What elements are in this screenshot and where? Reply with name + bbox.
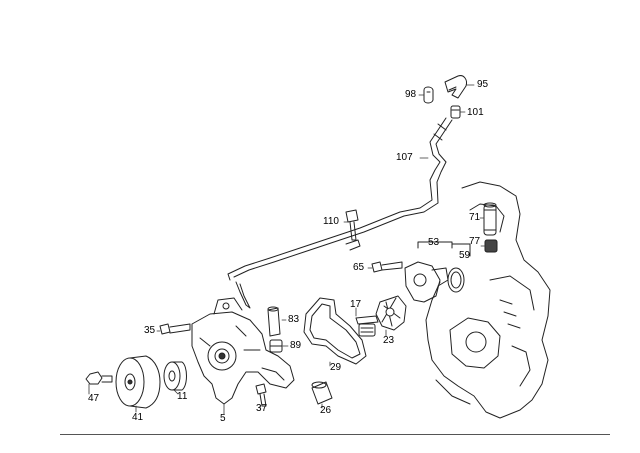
breather-hose-95 — [444, 75, 467, 99]
group-bracket-53 — [417, 241, 471, 257]
leader-lines — [88, 84, 486, 415]
callout-17: 17 — [350, 299, 362, 310]
belt-29 — [303, 297, 367, 365]
callout-98: 98 — [405, 89, 417, 100]
footer-rule — [60, 434, 610, 435]
callout-110: 110 — [323, 216, 339, 227]
callout-53: 53 — [428, 237, 440, 248]
callout-11: 11 — [177, 391, 188, 402]
bolt-65 — [371, 261, 403, 273]
callout-65: 65 — [353, 262, 365, 273]
callout-89: 89 — [290, 340, 302, 351]
callout-95: 95 — [477, 79, 489, 90]
connector-101 — [450, 105, 461, 119]
callout-101: 101 — [467, 107, 484, 118]
callout-71: 71 — [469, 212, 481, 223]
callout-5: 5 — [220, 413, 226, 424]
callout-41: 41 — [132, 412, 144, 423]
sleeve-26 — [311, 381, 333, 405]
callout-37: 37 — [256, 403, 268, 414]
hose-clip-98 — [423, 86, 434, 104]
callout-26: 26 — [320, 405, 332, 416]
sleeve-71 — [483, 202, 497, 236]
thermostat-housing — [404, 261, 449, 303]
pulley-41 — [115, 355, 161, 409]
bolt-47 — [85, 371, 113, 385]
vent-line-107 — [227, 117, 453, 309]
callout-23: 23 — [383, 335, 395, 346]
impeller-23 — [375, 295, 407, 331]
plug-77 — [484, 239, 498, 253]
callout-107: 107 — [396, 152, 413, 163]
callout-59: 59 — [459, 250, 471, 261]
callout-29: 29 — [330, 362, 342, 373]
seal-ring-59 — [447, 267, 465, 293]
bolt-35 — [159, 323, 191, 335]
bolt-37 — [255, 383, 267, 407]
callout-83: 83 — [288, 314, 300, 325]
hub-11 — [163, 361, 187, 391]
water-pump-5 — [191, 297, 295, 405]
bolt-110 — [345, 209, 361, 251]
bushing-89 — [269, 339, 283, 353]
callout-77: 77 — [469, 236, 481, 247]
spacer-83 — [267, 306, 281, 337]
callout-47: 47 — [88, 393, 100, 404]
thermostat-17 — [355, 315, 379, 337]
callout-35: 35 — [144, 325, 156, 336]
engine-block — [425, 181, 551, 419]
